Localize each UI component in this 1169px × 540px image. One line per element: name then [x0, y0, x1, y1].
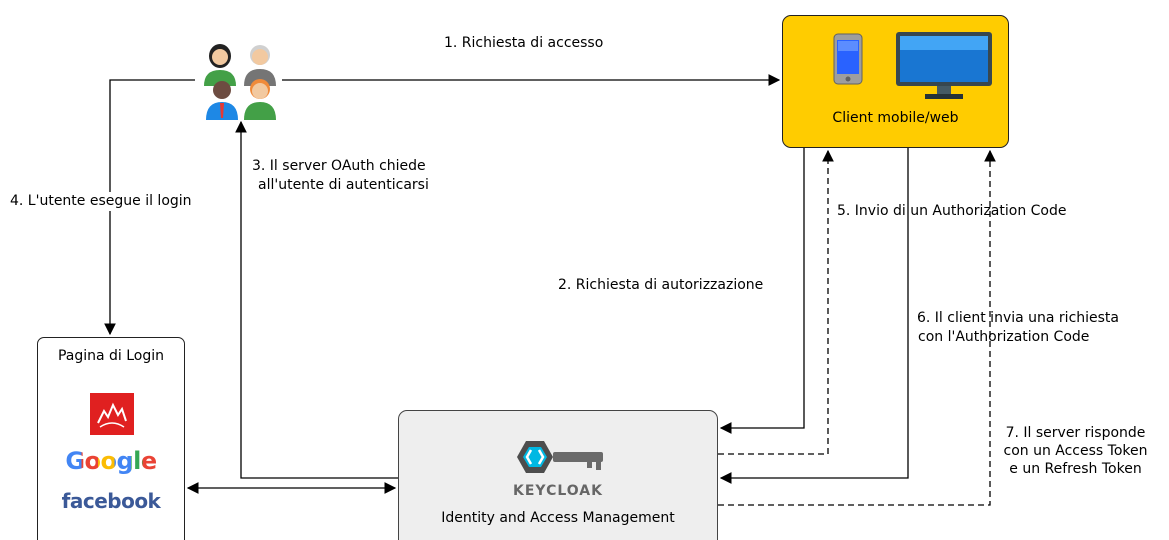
- step-3-label-line1: 3. Il server OAuth chiede: [252, 158, 426, 174]
- step-6-label-line1: 6. Il client invia una richiesta: [917, 310, 1120, 326]
- step-6-label-line2: con l'Authorization Code: [918, 329, 1090, 345]
- login-page-box: Pagina di Login Google facebook: [37, 337, 185, 540]
- step-5-label: 5. Invio di un Authorization Code: [837, 203, 1067, 219]
- step-7-label-line3: e un Refresh Token: [1009, 461, 1142, 477]
- step-4-label: 4. L'utente esegue il login: [10, 192, 192, 211]
- keycloak-logo-text: KEYCLOAK: [513, 483, 603, 499]
- keycloak-wordmark: KEYCLOAK: [399, 482, 717, 500]
- client-box: Client mobile/web: [782, 15, 1009, 148]
- step-7-label-line2: con un Access Token: [1003, 443, 1148, 459]
- google-logo-text: Google: [65, 447, 157, 475]
- red-logo-icon: [90, 393, 134, 435]
- step-7-label-line1: 7. Il server risponde: [1005, 425, 1146, 441]
- iam-box: KEYCLOAK Identity and Access Management: [398, 410, 718, 540]
- step-2-label: 2. Richiesta di autorizzazione: [558, 277, 764, 293]
- arrow-4-user-login: [104, 79, 195, 336]
- facebook-logo-text: facebook: [61, 489, 161, 513]
- iam-label: Identity and Access Management: [441, 510, 675, 526]
- arrow-3-auth-prompt: [235, 120, 398, 479]
- step-3-label-line2: all'utente di autenticarsi: [258, 177, 429, 193]
- facebook-logo: facebook: [38, 489, 184, 513]
- arrow-6-token-request: [719, 148, 909, 484]
- google-logo: Google: [38, 447, 184, 475]
- arrow-5-auth-code: [718, 149, 834, 455]
- mobile-phone-icon: [833, 33, 863, 85]
- arrow-2-auth-request: [719, 148, 805, 434]
- client-label: Client mobile/web: [832, 110, 959, 126]
- arrow-7-token-response: [718, 149, 996, 506]
- login-page-title: Pagina di Login: [57, 348, 165, 364]
- step-1-label: 1. Richiesta di accesso: [444, 35, 604, 51]
- desktop-monitor-icon: [896, 32, 992, 99]
- keycloak-logo: [517, 441, 603, 473]
- users-group-icon: [204, 44, 276, 120]
